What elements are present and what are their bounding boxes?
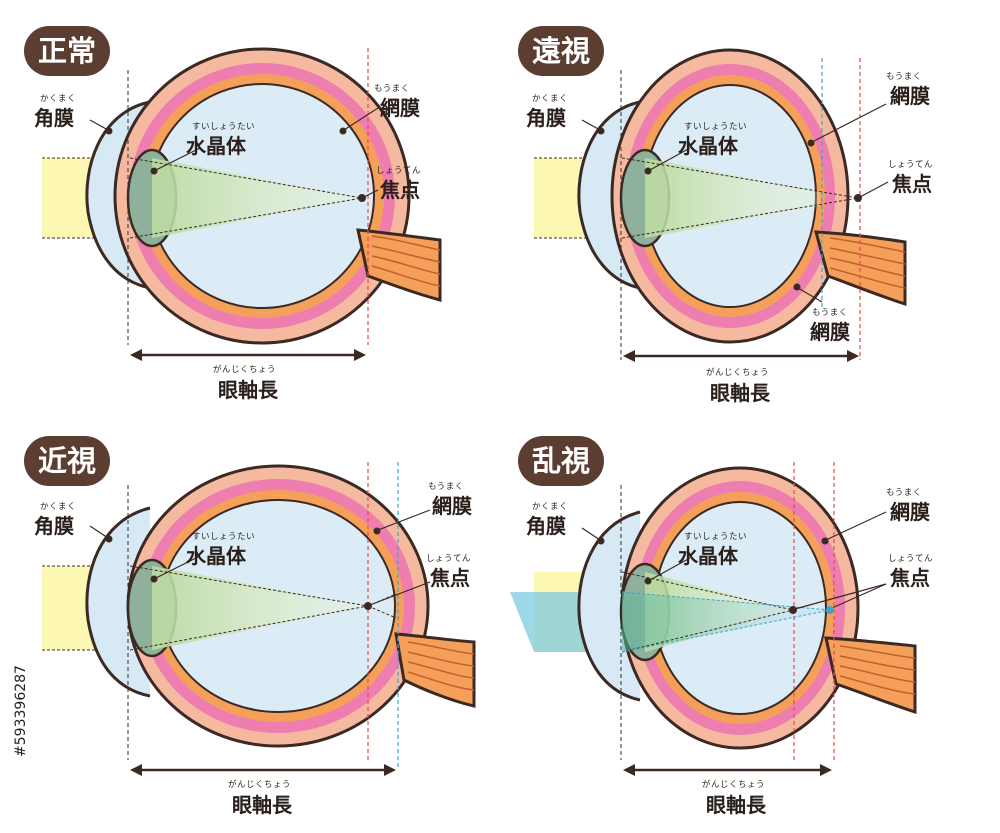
stock-id-watermark: #593396287 xyxy=(6,596,36,826)
axial-length-label: 眼軸長 xyxy=(710,381,770,405)
cornea-ruby: かくまく xyxy=(40,94,77,104)
focus-point-1 xyxy=(789,606,797,614)
cornea-label: 角膜 xyxy=(34,106,74,130)
lens-ruby: すいしょうたい xyxy=(684,122,748,132)
lens-ruby: すいしょうたい xyxy=(684,532,748,542)
focus-ruby: しょうてん xyxy=(376,166,422,176)
lens-label: 水晶体 xyxy=(678,134,738,158)
focus-label: 焦点 xyxy=(892,172,932,196)
title-badge-normal: 正常 xyxy=(24,26,111,76)
lens-label: 水晶体 xyxy=(186,134,246,158)
focus-point-2 xyxy=(826,606,834,614)
cornea-label: 角膜 xyxy=(526,514,566,538)
cornea-label: 角膜 xyxy=(526,106,566,130)
title-badge-astigmatism: 乱視 xyxy=(518,436,605,486)
retina-label: 網膜 xyxy=(432,494,472,518)
retina-ruby: もうまく xyxy=(886,72,922,82)
lens-label: 水晶体 xyxy=(186,544,246,568)
focus-label: 焦点 xyxy=(890,566,930,590)
cornea-ruby: かくまく xyxy=(532,94,569,104)
panel-normal xyxy=(42,47,442,361)
refracted-beam xyxy=(152,158,362,238)
retina-ruby: もうまく xyxy=(886,488,922,498)
retina-ruby: もうまく xyxy=(374,84,410,94)
retina-lower-ruby: もうまく xyxy=(812,308,848,318)
retina-label: 網膜 xyxy=(890,84,930,108)
axial-length-label: 眼軸長 xyxy=(218,378,278,402)
axial-length-ruby: がんじくちょう xyxy=(702,780,766,790)
cornea-label: 角膜 xyxy=(34,514,74,538)
focus-point xyxy=(358,194,366,202)
cornea-ruby: かくまく xyxy=(532,502,569,512)
panel-astigmatism xyxy=(510,462,917,776)
retina-label: 網膜 xyxy=(380,96,420,120)
axial-length-ruby: がんじくちょう xyxy=(213,365,277,375)
axial-length-label: 眼軸長 xyxy=(232,793,292,817)
retina-ruby: もうまく xyxy=(428,482,464,492)
panel-hyperopia xyxy=(534,48,907,362)
focus-ruby: しょうてん xyxy=(888,554,934,564)
lens-ruby: すいしょうたい xyxy=(192,532,256,542)
focus-ruby: しょうてん xyxy=(426,554,472,564)
axial-length-ruby: がんじくちょう xyxy=(228,780,292,790)
cornea-ruby: かくまく xyxy=(40,502,77,512)
focus-ruby: しょうてん xyxy=(888,160,934,170)
stock-id-text: #593396287 xyxy=(13,665,29,757)
panel-myopia xyxy=(42,462,476,776)
retina-label: 網膜 xyxy=(890,500,930,524)
lens-label: 水晶体 xyxy=(678,544,738,568)
title-badge-myopia: 近視 xyxy=(24,436,111,486)
focus-label: 焦点 xyxy=(430,566,470,590)
axial-length-ruby: がんじくちょう xyxy=(706,368,770,378)
retina-lower-label: 網膜 xyxy=(810,320,850,344)
lens-ruby: すいしょうたい xyxy=(192,122,256,132)
focus-label: 焦点 xyxy=(380,178,420,202)
axial-length-label: 眼軸長 xyxy=(706,793,766,817)
title-badge-hyperopia: 遠視 xyxy=(518,26,605,76)
